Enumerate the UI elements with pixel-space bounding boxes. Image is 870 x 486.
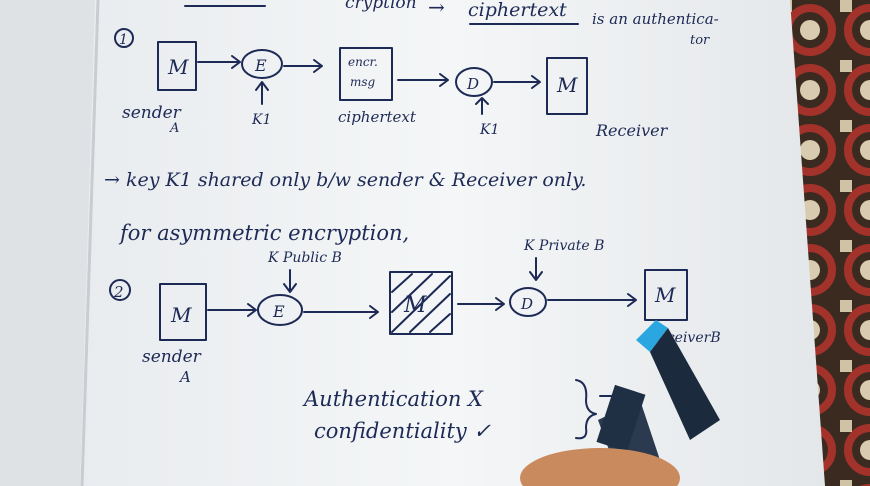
d1-e-label: E	[254, 56, 267, 75]
d1-sender-sub: A	[169, 121, 179, 136]
d2-e-node	[257, 294, 303, 326]
key-shared-line: → key K1 shared only b/w sender & Receiv…	[104, 169, 586, 191]
d1-d-node	[455, 67, 493, 97]
d1-cipher-box	[339, 47, 393, 101]
number-1: 1	[119, 32, 128, 48]
d2-arrow-3	[457, 297, 505, 311]
d1-receiver-m: M	[556, 73, 578, 97]
d2-cipher-m: M	[403, 293, 427, 318]
d1-k1-d: K1	[479, 122, 499, 138]
d1-k1-e: K1	[251, 112, 271, 128]
d2-sender-label: sender	[142, 347, 202, 367]
confidentiality-line: confidentiality ✓	[314, 419, 491, 443]
d2-k-private: K Private B	[523, 238, 604, 254]
d1-sender-label: sender	[122, 103, 182, 123]
d2-sender-m: M	[170, 303, 192, 327]
d1-arrow-3	[397, 73, 449, 87]
top-arrow: →	[428, 0, 445, 19]
d2-k-public: K Public B	[267, 250, 342, 266]
authentication-line: Authentication X	[302, 387, 484, 411]
d2-d-label: D	[520, 295, 533, 313]
d2-arrow-4	[547, 293, 637, 307]
d2-kpub-arrow	[283, 269, 297, 293]
number-1-circle	[114, 28, 134, 48]
d1-receiver-box	[546, 57, 588, 115]
top-is-an: is an authentica-	[592, 10, 719, 28]
top-encryption: cryption	[345, 0, 417, 13]
d1-k1-arrow-e	[255, 81, 269, 105]
curly-brace	[575, 379, 597, 440]
d1-ciphertext-label: ciphertext	[338, 108, 417, 126]
d1-arrow-1	[197, 55, 241, 69]
d2-d-node	[509, 287, 547, 317]
d1-cipher-line1: encr.	[348, 55, 378, 69]
d2-sender-sub: A	[178, 368, 191, 386]
d1-arrow-2	[283, 59, 323, 73]
d2-cipher-box	[389, 271, 453, 335]
d1-d-label: D	[466, 75, 479, 93]
d1-k1-arrow-d	[475, 97, 489, 115]
d1-e-node	[241, 49, 283, 79]
d2-arrow-1	[207, 303, 257, 317]
notebook-page	[80, 0, 825, 486]
d2-e-label: E	[272, 302, 285, 321]
d2-kpriv-arrow	[529, 257, 543, 281]
d2-sender-box	[159, 283, 207, 341]
d1-sender-m: M	[167, 55, 189, 79]
number-2-circle	[109, 279, 131, 301]
number-2: 2	[113, 283, 124, 301]
d2-receiver-m: M	[654, 283, 676, 307]
hand	[520, 448, 680, 486]
d2-receiver-box	[644, 269, 688, 321]
d1-receiver-label: Receiver	[595, 121, 669, 140]
d1-cipher-line2: msg	[350, 75, 376, 89]
asym-heading: for asymmetric encryption,	[118, 221, 409, 245]
page-spine	[80, 0, 100, 486]
d1-arrow-4	[493, 75, 541, 89]
d1-sender-box	[157, 41, 197, 91]
top-ciphertext: ciphertext	[468, 0, 567, 21]
d2-arrow-2	[303, 305, 379, 319]
top-tor: tor	[690, 33, 710, 48]
d2-cipher-hatching	[391, 273, 451, 333]
